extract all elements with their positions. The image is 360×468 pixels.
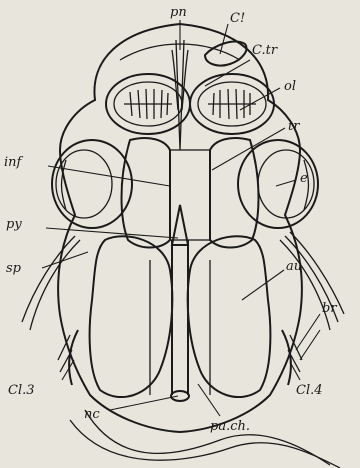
label-c1: C! bbox=[230, 11, 245, 26]
label-py: py bbox=[6, 217, 22, 232]
cleft-right bbox=[282, 330, 302, 385]
nerve-cords bbox=[70, 410, 340, 468]
label-inf: inf bbox=[4, 155, 24, 170]
label-tr: tr bbox=[288, 119, 300, 134]
parachordal bbox=[150, 260, 210, 395]
label-au: au bbox=[286, 259, 302, 274]
notochord bbox=[171, 240, 189, 401]
auditory-capsule-left bbox=[90, 236, 173, 397]
branchial-rays-left bbox=[22, 236, 80, 330]
label-nc: nc bbox=[84, 407, 100, 422]
label-cl4: Cl.4 bbox=[296, 383, 323, 398]
cleft-left bbox=[58, 330, 78, 385]
pineal-ridge bbox=[172, 40, 188, 150]
olfactory-capsule-right bbox=[190, 74, 274, 134]
auditory-capsule-right bbox=[188, 236, 271, 397]
label-br: br bbox=[322, 301, 337, 316]
cartilage-c1 bbox=[205, 42, 247, 66]
label-sp: sp bbox=[6, 261, 22, 276]
label-ol: ol bbox=[284, 79, 296, 94]
label-cl3: Cl.3 bbox=[8, 383, 35, 398]
label-e: e bbox=[300, 171, 308, 186]
label-pach: pa.ch. bbox=[210, 419, 250, 434]
eye-left bbox=[52, 140, 132, 228]
label-ctr: C.tr bbox=[252, 43, 278, 58]
label-pn: pn bbox=[170, 5, 187, 20]
